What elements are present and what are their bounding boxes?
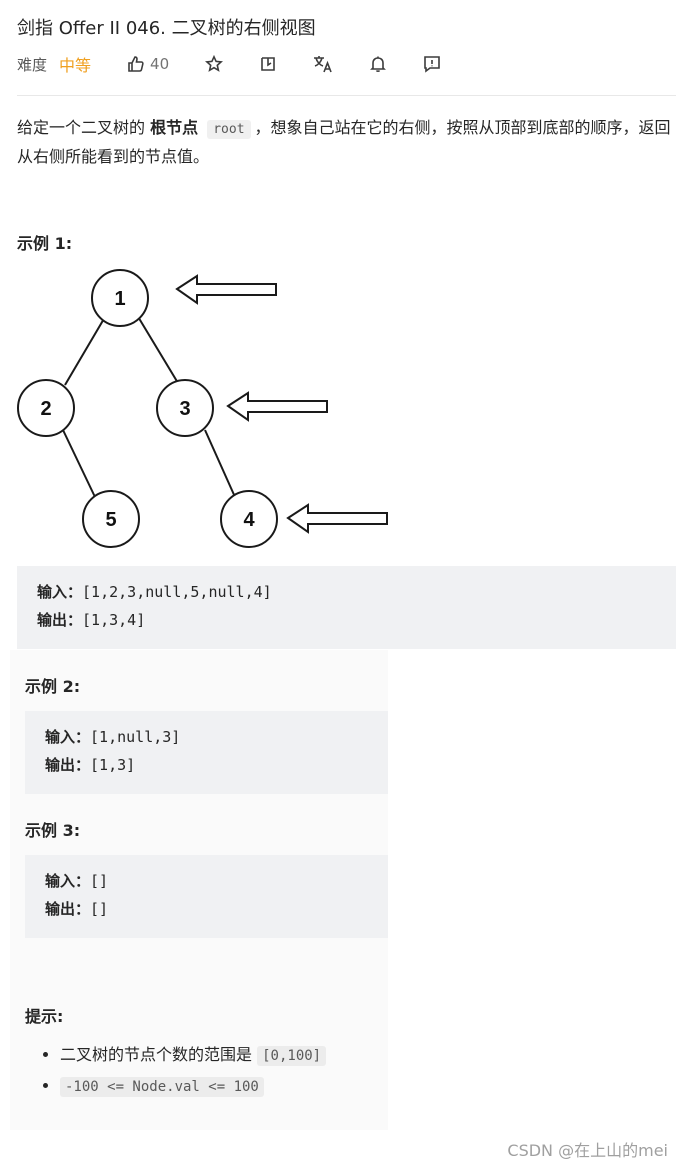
bell-icon xyxy=(370,56,387,73)
thumbs-up-icon xyxy=(128,56,144,72)
tip-code: -100 <= Node.val <= 100 xyxy=(60,1077,264,1097)
share-icon xyxy=(261,57,275,71)
binary-tree-diagram: 1 2 3 5 4 xyxy=(17,269,388,548)
tips-title: 提示: xyxy=(25,1007,64,1026)
like-count: 40 xyxy=(150,55,170,73)
description-code: root xyxy=(207,120,251,139)
difficulty-badge: 中等 xyxy=(59,56,92,75)
feedback-button[interactable] xyxy=(423,55,441,73)
example-3-input: [] xyxy=(90,872,109,890)
example-3-code-block: 输入：[] 输出：[] xyxy=(25,855,388,938)
translate-icon xyxy=(314,56,332,73)
favorite-button[interactable] xyxy=(205,55,224,73)
output-label: 输出： xyxy=(45,900,91,918)
problem-description: 给定一个二叉树的 根节点 root，想象自己站在它的右侧，按照从顶部到底部的顺序… xyxy=(17,114,672,170)
right-view-arrow-3 xyxy=(286,503,388,534)
share-button[interactable] xyxy=(259,55,277,73)
tip-code: [0,100] xyxy=(257,1046,327,1066)
example-1-output: [1,3,4] xyxy=(82,611,146,629)
notification-button[interactable] xyxy=(369,55,387,73)
example-1-title: 示例 1: xyxy=(17,234,73,253)
tree-node-4-label: 4 xyxy=(243,509,255,531)
edge-1-2 xyxy=(64,316,106,386)
star-icon xyxy=(205,55,224,72)
description-text: 给定一个二叉树的 xyxy=(17,118,146,137)
input-label: 输入： xyxy=(45,872,91,890)
output-label: 输出： xyxy=(37,611,83,629)
tree-node-5 xyxy=(82,490,140,548)
description-bold: 根节点 xyxy=(150,118,199,137)
tree-node-2-label: 2 xyxy=(40,398,51,420)
tip-item: -100 <= Node.val <= 100 xyxy=(60,1071,326,1102)
tree-node-3 xyxy=(156,379,214,437)
tree-node-3-label: 3 xyxy=(179,398,190,420)
example-3-output: [] xyxy=(90,900,109,918)
example-2-code-block: 输入：[1,null,3] 输出：[1,3] xyxy=(25,711,388,794)
translate-button[interactable] xyxy=(313,55,333,73)
header-divider xyxy=(17,95,676,96)
tree-node-1 xyxy=(91,269,149,327)
difficulty-label: 难度 xyxy=(17,55,48,74)
example-2-title: 示例 2: xyxy=(25,677,81,696)
example-2-input: [1,null,3] xyxy=(90,728,181,746)
example-1-code-block: 输入：[1,2,3,null,5,null,4] 输出：[1,3,4] xyxy=(17,566,676,649)
right-view-arrow-1 xyxy=(175,274,277,305)
tree-node-1-label: 1 xyxy=(114,288,125,310)
description-text-2: ，想象自己站在它的右侧，按照从顶部到底部的顺序，返回从右侧所能看到的节点值。 xyxy=(17,118,671,166)
watermark: CSDN @在上山的mei xyxy=(507,1141,668,1160)
input-label: 输入： xyxy=(37,583,83,601)
output-label: 输出： xyxy=(45,756,91,774)
edge-3-4 xyxy=(204,429,236,498)
tree-node-4 xyxy=(220,490,278,548)
tip-text: 二叉树的节点个数的范围是 xyxy=(60,1045,253,1064)
tree-node-5-label: 5 xyxy=(105,509,116,531)
tree-node-2 xyxy=(17,379,75,437)
example-3-title: 示例 3: xyxy=(25,821,81,840)
feedback-icon xyxy=(424,56,440,73)
right-view-arrow-2 xyxy=(226,391,328,422)
edge-2-5 xyxy=(62,429,96,498)
problem-title: 剑指 Offer II 046. 二叉树的右侧视图 xyxy=(17,18,316,39)
problem-meta-bar: 难度 中等 40 xyxy=(17,52,441,76)
input-label: 输入： xyxy=(45,728,91,746)
like-button[interactable]: 40 xyxy=(127,55,169,73)
example-1-input: [1,2,3,null,5,null,4] xyxy=(82,583,272,601)
example-2-output: [1,3] xyxy=(90,756,136,774)
tip-item: 二叉树的节点个数的范围是 [0,100] xyxy=(60,1040,327,1071)
edge-1-3 xyxy=(136,314,179,384)
tips-list: 二叉树的节点个数的范围是 [0,100] -100 <= Node.val <=… xyxy=(40,1040,327,1102)
